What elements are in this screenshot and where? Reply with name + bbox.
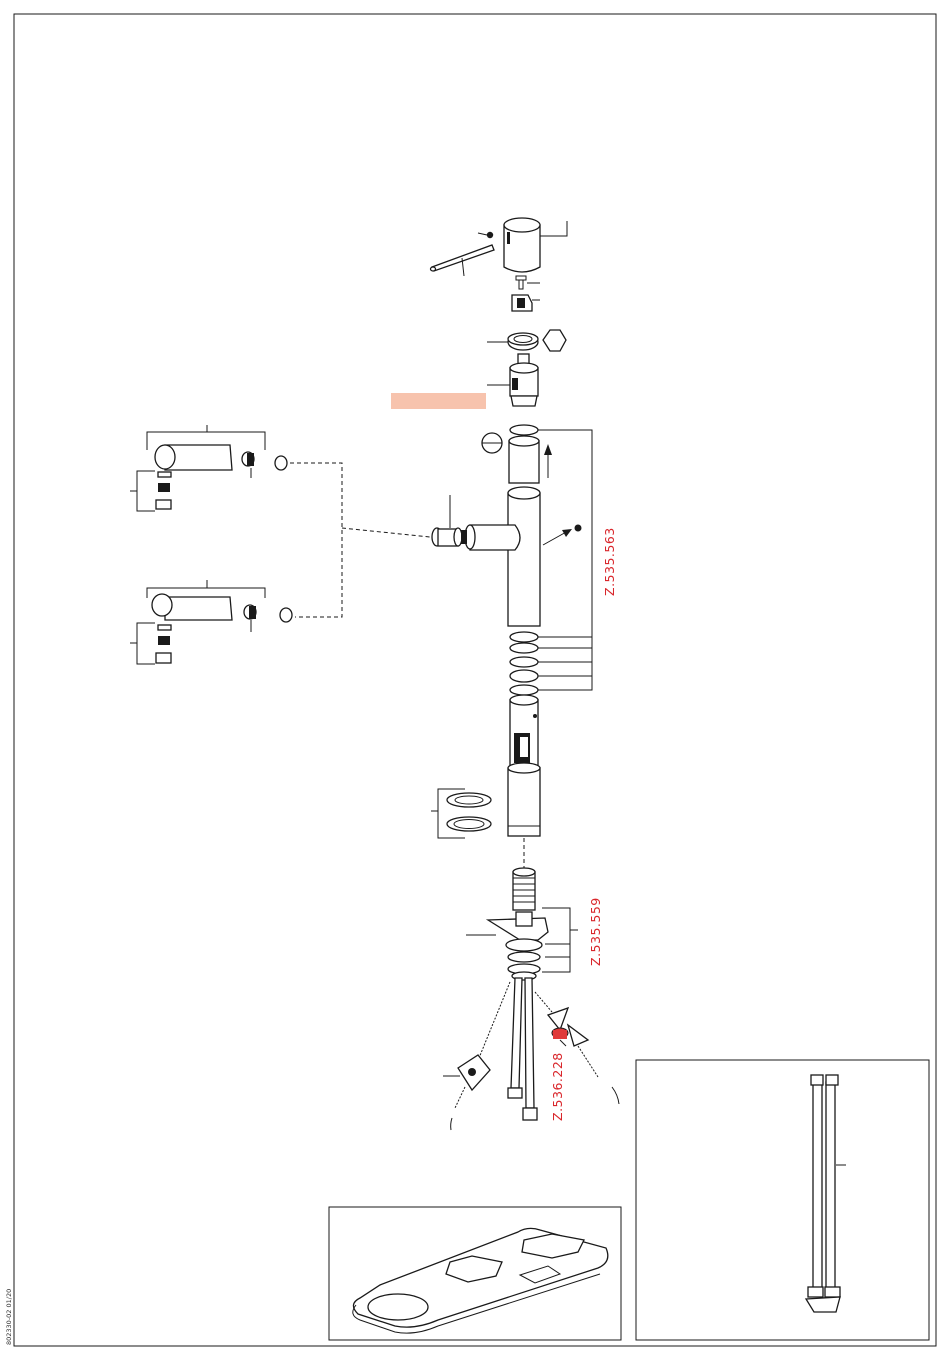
braided-hose xyxy=(443,982,510,1130)
aerator xyxy=(432,495,467,546)
flange-washers xyxy=(431,789,491,838)
lower-shank xyxy=(508,763,540,836)
side-screw xyxy=(543,525,582,546)
handle-group xyxy=(431,218,568,311)
top-o-ring xyxy=(510,425,538,435)
adapter xyxy=(512,295,540,311)
inset-wrench-box xyxy=(329,1207,621,1340)
body-group xyxy=(431,425,592,868)
connector-assembly xyxy=(535,992,619,1104)
spare-inserts xyxy=(130,623,171,664)
spout-aerator xyxy=(242,452,254,466)
tap-body xyxy=(508,487,540,626)
cartridge-group xyxy=(391,330,566,409)
o-ring-set xyxy=(510,632,538,695)
sleeve xyxy=(509,436,539,483)
red-connector xyxy=(552,1028,568,1039)
label-connector: Z.536.228 xyxy=(550,1052,565,1121)
supply-hoses xyxy=(508,978,537,1120)
rotation-stop-icon xyxy=(482,433,502,453)
document-code: 802330-02 01/20 xyxy=(5,1289,13,1345)
spare-inserts xyxy=(130,471,171,511)
mounting-bracket xyxy=(466,912,548,940)
retaining-nut xyxy=(487,333,538,350)
grub-screw xyxy=(478,232,493,238)
spout-variant-upper xyxy=(130,425,287,511)
handle-screw xyxy=(516,276,540,289)
label-mounting-kit: Z.535.559 xyxy=(588,897,603,966)
handle-cap xyxy=(504,218,567,272)
spout-seal xyxy=(275,456,287,470)
cartridge xyxy=(487,354,538,406)
inset-hose-box xyxy=(636,1060,929,1340)
spout-variant-lower xyxy=(130,580,292,664)
spout-connection-dashes xyxy=(290,463,430,617)
kit-bracket-bottom xyxy=(542,908,578,972)
wrench-size-hex-icon xyxy=(543,330,566,351)
spout-aerator xyxy=(244,605,256,619)
highlight-bar xyxy=(391,393,486,409)
up-arrow-icon xyxy=(544,444,552,478)
lever-rod xyxy=(431,245,495,276)
spout-seal xyxy=(280,608,292,622)
label-cartridge-kit: Z.535.563 xyxy=(602,527,617,596)
spout xyxy=(465,525,520,550)
diverter-insert xyxy=(510,695,538,768)
threaded-rod xyxy=(513,868,535,910)
kit-bracket-top xyxy=(538,430,592,690)
washer-stack xyxy=(506,939,542,980)
